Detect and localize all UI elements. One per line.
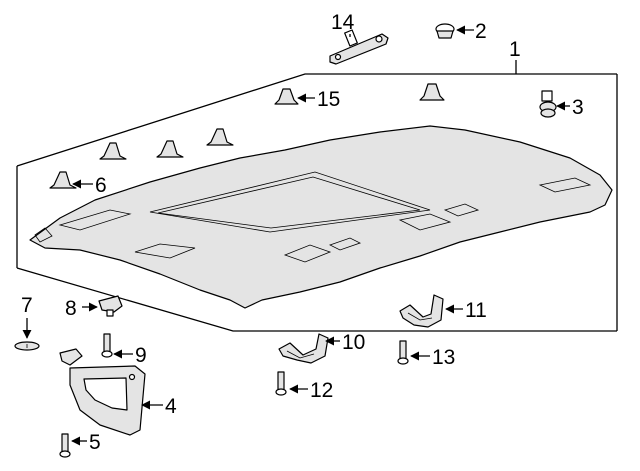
callout-15: 15 [317,88,340,111]
callout-8: 8 [65,297,77,320]
callout-11: 11 [465,299,487,322]
screw-5[interactable] [59,433,71,458]
callout-14: 14 [331,11,355,34]
screw-13[interactable] [397,340,409,365]
callout-10: 10 [342,331,365,354]
callout-9: 9 [135,344,147,367]
callout-1: 1 [509,38,521,61]
clip-3[interactable] [539,90,557,118]
retainer-unlabeled[interactable] [419,83,445,101]
sun-visor-4[interactable] [59,348,146,436]
screw-9[interactable] [101,333,113,358]
retainer-clip-group[interactable] [49,128,234,189]
clip-7[interactable] [14,341,40,351]
grab-handle-10[interactable] [278,333,329,364]
grab-handle-11[interactable] [399,294,444,328]
callout-4: 4 [165,395,177,418]
callout-5: 5 [89,431,101,454]
callout-12: 12 [310,379,333,402]
headliner-panel[interactable] [29,125,613,309]
callout-13: 13 [432,346,455,369]
bracket-14[interactable] [329,29,389,65]
screw-12[interactable] [275,371,287,396]
leader-lines [22,25,570,446]
assembly-outline [16,60,618,332]
grommet-8[interactable] [98,295,123,317]
retainer-15[interactable] [274,88,299,105]
callout-2: 2 [475,20,487,43]
callout-labels: 1 2 3 4 5 6 7 8 9 10 11 12 13 14 15 [21,11,584,454]
callout-3: 3 [572,96,584,119]
callout-6: 6 [95,174,107,197]
callout-7: 7 [21,294,33,317]
grommet-2[interactable] [435,23,455,39]
